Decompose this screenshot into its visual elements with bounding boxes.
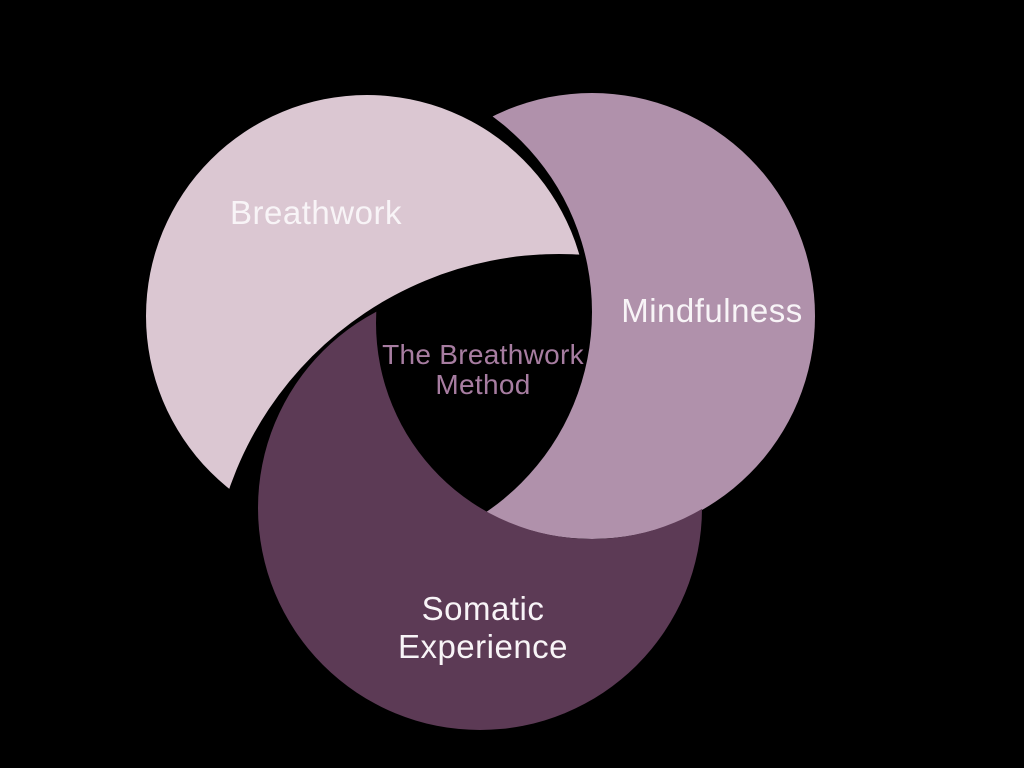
breathwork-label: Breathwork <box>230 194 402 231</box>
somatic-label-line2: Experience <box>398 628 568 665</box>
center-title-line2: Method <box>435 369 530 400</box>
somatic-circle <box>258 286 702 730</box>
center-title-line1: The Breathwork <box>382 339 585 370</box>
somatic-label-line1: Somatic <box>422 590 545 627</box>
mindfulness-label: Mindfulness <box>621 292 803 329</box>
